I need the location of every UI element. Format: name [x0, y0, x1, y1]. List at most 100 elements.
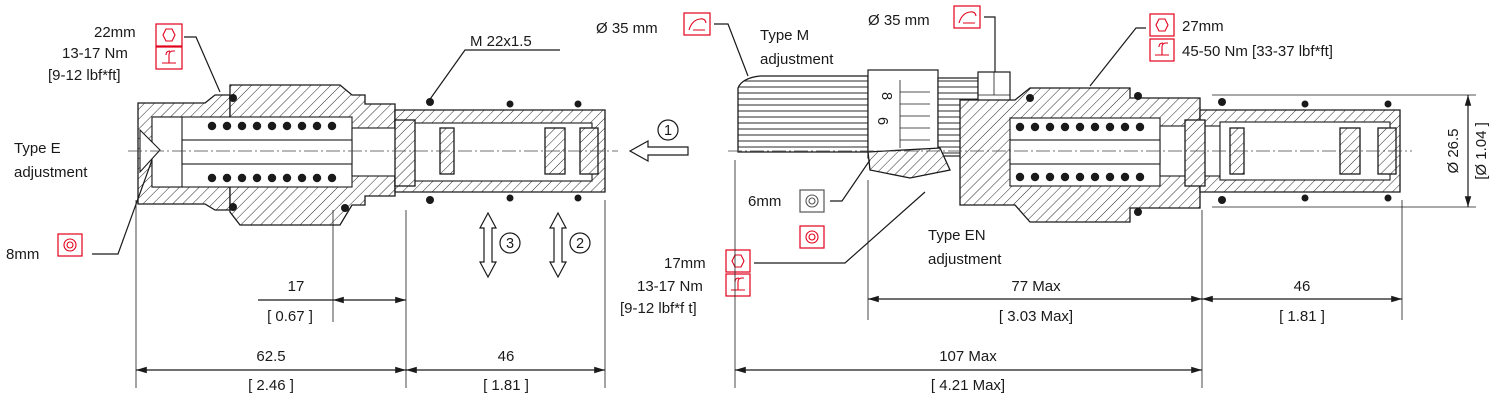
type-m-label: Type M adjustment [760, 27, 834, 68]
left-thread: M 22x1.5 [470, 33, 532, 50]
spring-coil [312, 121, 322, 131]
type-en-label: Type EN adjustment [928, 227, 1002, 268]
spring-coil [297, 173, 307, 183]
left-valve-section [128, 84, 618, 226]
spring-coil [1120, 172, 1130, 182]
dim-107-max: 107 Max [939, 348, 997, 365]
hand-adjust-icon [683, 12, 711, 36]
right-hex-callout: 27mm 45-50 Nm [33-37 lbf*ft] [1089, 13, 1333, 87]
dim-dia-26-5: Ø 26.5 [1445, 128, 1462, 173]
left-spring [207, 121, 337, 183]
spring-coil [1090, 172, 1100, 182]
type-en-label-1: Type EN [928, 227, 986, 244]
spring-coil [237, 173, 247, 183]
left-dimensions: 17 [ 0.67 ] 62.5 [ 2.46 ] 46 [ 1.81 ] [135, 200, 606, 394]
hand-adjust-icon [953, 5, 981, 29]
right-dim-46-inch: [ 1.81 ] [1279, 308, 1325, 325]
type-e-adjustment-label: adjustment [14, 164, 88, 181]
spring-coil [1045, 172, 1055, 182]
spring-coil [267, 173, 277, 183]
spring-coil [1060, 122, 1070, 132]
spring-coil [237, 121, 247, 131]
spring-coil [1135, 122, 1145, 132]
right-dimensions: 77 Max [ 3.03 Max] 46 [ 1.81 ] 107 Max [… [734, 94, 1490, 394]
left-hex-size: 22mm [94, 24, 136, 41]
port-1-label: 1 [664, 123, 672, 139]
spring-coil [1030, 172, 1040, 182]
hex-wrench-icon [1149, 13, 1175, 37]
spring-coil [282, 173, 292, 183]
left-torque-lbf: [9-12 lbf*ft] [48, 67, 121, 84]
spring-coil [1105, 172, 1115, 182]
hex-socket-icon [799, 189, 825, 213]
dim-dia-1-04-inch: [Ø 1.04 ] [1473, 122, 1490, 180]
hex-socket-icon [57, 233, 83, 257]
en-torque-nm: 13-17 Nm [637, 278, 703, 295]
type-en-label-2: adjustment [928, 251, 1002, 268]
knob-dia-right: Ø 35 mm [868, 12, 930, 29]
right-hex-size: 27mm [1182, 18, 1224, 35]
dim-17-inch: [ 0.67 ] [267, 308, 313, 325]
spring-coil [1030, 122, 1040, 132]
spring-coil [1090, 122, 1100, 132]
left-key-size: 8mm [6, 246, 39, 263]
dim-17: 17 [288, 278, 305, 295]
en-torque-lbf: [9-12 lbf*f t] [620, 300, 697, 317]
torque-wrench-icon [155, 46, 183, 70]
spring-coil [327, 121, 337, 131]
left-type-label: Type E adjustment [14, 140, 88, 181]
spring-coil [252, 121, 262, 131]
scale-label-8: 8 [878, 92, 894, 100]
port-2-symbol: 2 [549, 211, 591, 279]
spring-coil [222, 173, 232, 183]
left-hex-callout: 22mm 13-17 Nm [9-12 lbf*ft] [48, 23, 221, 93]
hex-socket-icon [799, 225, 825, 249]
type-m-label-2: adjustment [760, 51, 834, 68]
spring-coil [1075, 122, 1085, 132]
type-m-label-1: Type M [760, 27, 809, 44]
spring-coil [252, 173, 262, 183]
dim-77-max: 77 Max [1011, 278, 1061, 295]
spring-coil [1120, 122, 1130, 132]
dim-62-5-inch: [ 2.46 ] [248, 377, 294, 394]
spring-coil [207, 173, 217, 183]
knob-dia-left: Ø 35 mm [596, 20, 658, 37]
spring-coil [1135, 172, 1145, 182]
right-key-size: 6mm [748, 193, 781, 210]
right-torque: 45-50 Nm [33-37 lbf*ft] [1182, 43, 1333, 60]
left-dim-46-inch: [ 1.81 ] [483, 377, 529, 394]
scale-label-6: 6 [874, 117, 890, 125]
spring-coil [1105, 122, 1115, 132]
spring-coil [1045, 122, 1055, 132]
type-e-label: Type E [14, 140, 61, 157]
spring-coil [222, 121, 232, 131]
en-hex-callout: 17mm 13-17 Nm [9-12 lbf*f t] [620, 191, 926, 317]
hex-wrench-icon [725, 249, 751, 273]
left-dim-46: 46 [498, 348, 515, 365]
spring-coil [327, 173, 337, 183]
dim-62-5: 62.5 [256, 348, 285, 365]
right-spring [1015, 122, 1145, 182]
port-1-symbol: 1 [628, 119, 689, 163]
spring-coil [312, 173, 322, 183]
left-key-callout: 8mm [6, 159, 153, 263]
right-key-callout: 6mm [748, 159, 871, 249]
right-valve-section: 8 6 [728, 69, 1412, 223]
spring-coil [1015, 122, 1025, 132]
left-thread-callout: M 22x1.5 [427, 33, 560, 103]
knob-diameter-callout-left: Ø 35 mm [596, 12, 749, 77]
port-3-symbol: 3 [479, 211, 521, 279]
knob-scale: 8 6 [874, 80, 930, 148]
dim-77-max-inch: [ 3.03 Max] [999, 308, 1073, 325]
torque-wrench-icon [725, 273, 751, 297]
spring-coil [282, 121, 292, 131]
right-dim-46: 46 [1294, 278, 1311, 295]
spring-coil [1015, 172, 1025, 182]
dim-107-max-inch: [ 4.21 Max] [931, 377, 1005, 394]
spring-coil [267, 121, 277, 131]
hex-wrench-icon [155, 23, 183, 47]
spring-coil [207, 121, 217, 131]
port-2-label: 2 [576, 236, 584, 252]
spring-coil [297, 121, 307, 131]
